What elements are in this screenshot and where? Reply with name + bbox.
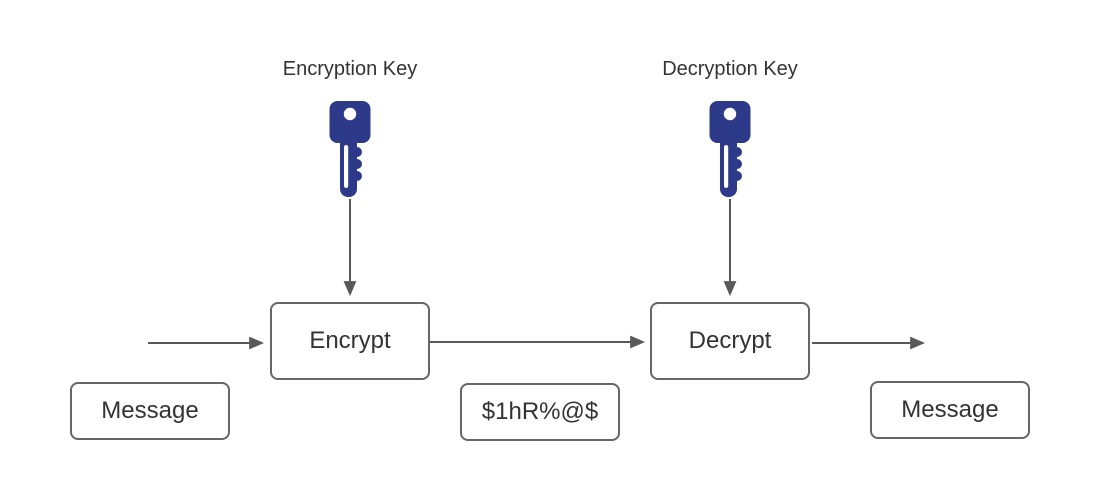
decryption-key-label: Decryption Key <box>662 58 798 80</box>
ciphertext-label: $1hR%@$ <box>481 398 599 425</box>
ciphertext-box: $1hR%@$ <box>460 383 620 441</box>
key-icon <box>329 101 371 197</box>
message-input-box: Message <box>70 382 230 440</box>
message-output-label: Message <box>901 396 999 423</box>
encrypt-box: Encrypt <box>270 302 430 380</box>
message-input-label: Message <box>101 397 199 424</box>
encryption-key-label: Encryption Key <box>282 58 418 80</box>
decrypt-box: Decrypt <box>650 302 810 380</box>
message-output-box: Message <box>870 381 1030 439</box>
key-icon <box>709 101 751 197</box>
decrypt-box-label: Decrypt <box>688 327 772 354</box>
encrypt-box-label: Encrypt <box>309 327 391 354</box>
